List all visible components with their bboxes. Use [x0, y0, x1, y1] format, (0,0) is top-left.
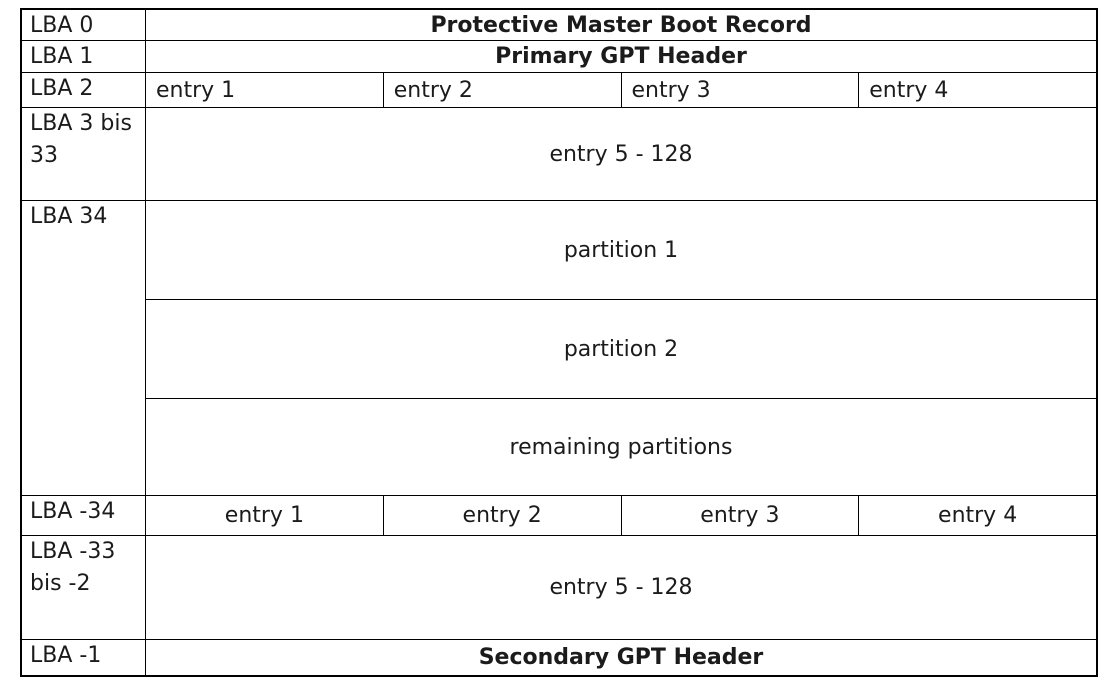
row-lba-34: LBA 34 partition 1 partition 2 remaining… [22, 201, 1096, 496]
protective-mbr-cell: Protective Master Boot Record [430, 12, 812, 38]
lba-0-label: LBA 0 [22, 10, 146, 40]
row-lba-1: LBA 1 Primary GPT Header [22, 41, 1096, 73]
lba-3-to-33-label: LBA 3 bis 33 [22, 108, 146, 200]
backup-entry-4-cell: entry 4 [938, 503, 1018, 528]
row-lba-minus-34: LBA -34 entry 1 entry 2 entry 3 entry 4 [22, 496, 1096, 536]
primary-entry-4-cell: entry 4 [869, 77, 949, 103]
backup-entry-5-128-cell: entry 5 - 128 [549, 575, 693, 600]
lba-minus-1-label: LBA -1 [22, 640, 146, 675]
partition-1-cell: partition 1 [146, 201, 1096, 300]
lba-2-label: LBA 2 [22, 73, 146, 107]
row-lba-2: LBA 2 entry 1 entry 2 entry 3 entry 4 [22, 73, 1096, 108]
primary-entry-5-128-cell: entry 5 - 128 [549, 141, 693, 167]
remaining-partitions-cell: remaining partitions [509, 435, 733, 460]
partitions-stack: partition 1 partition 2 remaining partit… [146, 201, 1096, 495]
primary-entry-3-cell: entry 3 [622, 73, 860, 107]
primary-entry-2-cell: entry 2 [384, 73, 622, 107]
backup-entry-3-cell: entry 3 [622, 496, 860, 535]
row-lba-minus-33-to-minus-2: LBA -33 bis -2 entry 5 - 128 [22, 536, 1096, 640]
lba-minus-33-to-minus-2-label: LBA -33 bis -2 [22, 536, 146, 639]
backup-entry-2-cell: entry 2 [384, 496, 622, 535]
lba-34-label: LBA 34 [22, 201, 146, 495]
row-lba-0: LBA 0 Protective Master Boot Record [22, 10, 1096, 41]
backup-entry-1-cell: entry 1 [146, 496, 384, 535]
partition-2-cell: partition 2 [146, 300, 1096, 399]
gpt-layout-table: LBA 0 Protective Master Boot Record LBA … [20, 8, 1098, 677]
row-lba-minus-1: LBA -1 Secondary GPT Header [22, 640, 1096, 675]
primary-gpt-header-cell: Primary GPT Header [495, 44, 747, 69]
lba-1-label: LBA 1 [22, 41, 146, 72]
lba-minus-34-label: LBA -34 [22, 496, 146, 535]
primary-entry-1-cell: entry 1 [146, 73, 384, 107]
secondary-gpt-header-cell: Secondary GPT Header [478, 645, 764, 670]
row-lba-3-to-33: LBA 3 bis 33 entry 5 - 128 [22, 108, 1096, 201]
